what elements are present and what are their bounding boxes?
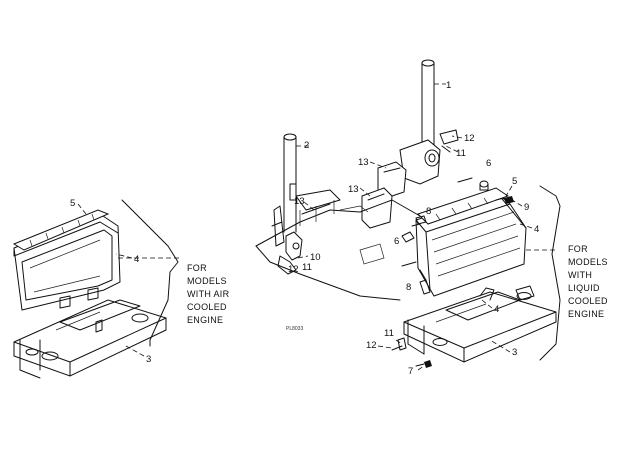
caption-liquid-line-3: WITH	[568, 270, 592, 280]
callout-11-center: 11	[302, 262, 312, 273]
caption-air-line-5: ENGINE	[187, 315, 223, 325]
callout-13-left: 13	[294, 196, 305, 207]
caption-air-line-4: COOLED	[187, 302, 227, 312]
leader-lines	[77, 135, 533, 371]
caption-liquid-line-6: ENGINE	[568, 309, 604, 319]
callout-labels: 1 2 3 3 4 4 4 5 5 6 6 7 8 8 9 10 11 11 1…	[70, 80, 539, 377]
callout-4-right: 4	[534, 224, 539, 235]
callout-8-low: 8	[406, 282, 411, 293]
bolt-7	[415, 360, 432, 368]
gasket-strip-right	[417, 187, 510, 225]
callout-2: 2	[304, 140, 309, 151]
bracket-13	[361, 161, 407, 229]
callout-11-top: 11	[456, 148, 466, 159]
fastener-8-top	[411, 215, 427, 227]
caption-air-cooled: FOR MODELS WITH AIR COOLED ENGINE	[187, 263, 230, 325]
callout-5-left: 5	[70, 198, 75, 209]
fastener-9	[495, 196, 514, 204]
callout-4-plate: 4	[494, 304, 499, 315]
callout-13-mid: 13	[348, 184, 359, 195]
caption-air-line-1: FOR	[187, 263, 207, 273]
gasket-strip-left	[12, 209, 110, 251]
fastener-6-top	[479, 180, 489, 191]
callout-6-left: 6	[394, 236, 399, 247]
callout-6-top: 6	[486, 158, 491, 169]
caption-liquid-line-1: FOR	[568, 244, 588, 254]
caption-air-line-2: MODELS	[187, 276, 227, 286]
elbow-fitting	[399, 129, 459, 185]
callout-3-right: 3	[512, 347, 517, 358]
mounting-plate-left	[13, 299, 167, 379]
callout-12-center: 12	[288, 264, 299, 275]
callout-12-top: 12	[464, 133, 475, 144]
callout-4-left: 4	[134, 254, 139, 265]
caption-liquid-line-2: MODELS	[568, 257, 608, 267]
callout-11-bottom: 11	[384, 328, 394, 339]
liquid-cooled-assembly	[391, 177, 561, 368]
callout-10: 10	[310, 252, 321, 263]
callout-9: 9	[524, 202, 529, 213]
caption-liquid-cooled: FOR MODELS WITH LIQUID COOLED ENGINE	[568, 244, 608, 319]
caption-air-line-3: WITH AIR	[187, 289, 230, 299]
tube-1	[421, 59, 446, 146]
callout-5-right: 5	[512, 176, 517, 187]
air-cooled-assembly	[12, 199, 180, 379]
caption-liquid-line-4: LIQUID	[568, 283, 600, 293]
fastener-6-left	[401, 231, 415, 243]
fastener-8-low	[401, 177, 473, 295]
callout-8-top: 8	[426, 206, 431, 217]
washer-11-bottom	[391, 337, 407, 351]
callout-3-left: 3	[146, 354, 151, 365]
callout-13-top: 13	[358, 157, 369, 168]
caption-liquid-line-5: COOLED	[568, 296, 608, 306]
callout-12-bottom: 12	[366, 340, 377, 351]
figure-id: PL8033	[286, 326, 303, 332]
callout-7: 7	[408, 366, 413, 377]
mounting-plate-right	[403, 285, 557, 363]
callout-1: 1	[446, 80, 451, 91]
center-assembly: PL8033	[255, 59, 459, 332]
